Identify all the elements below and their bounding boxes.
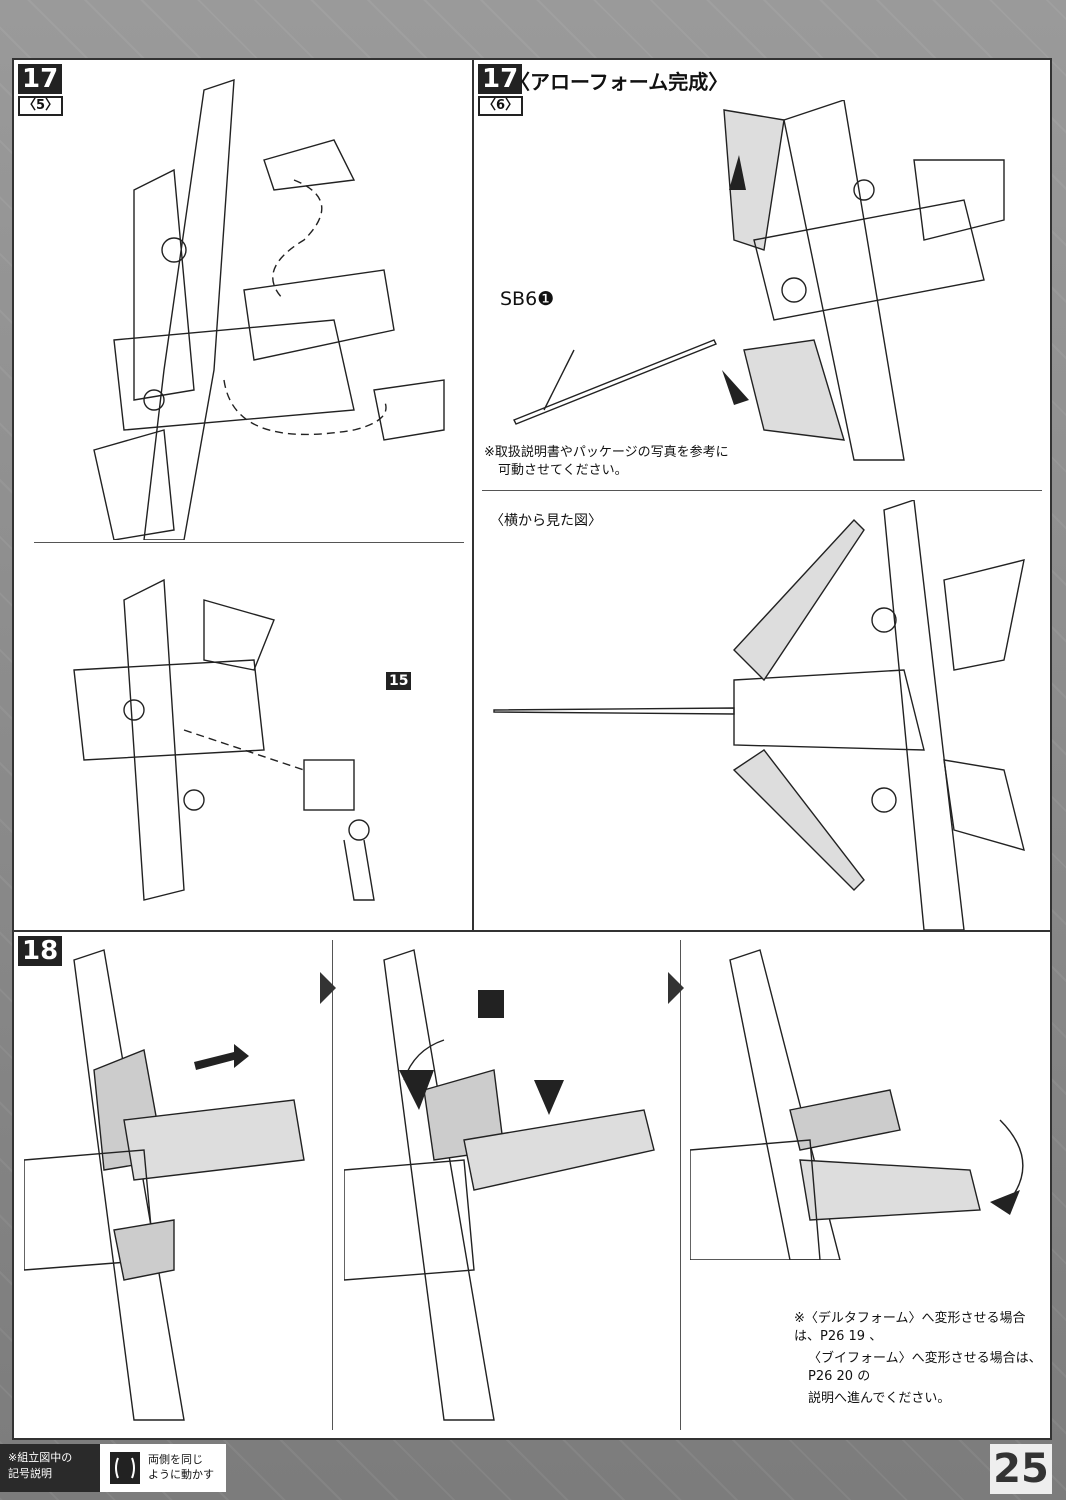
step-title: 〈アローフォーム完成〉	[510, 70, 729, 94]
part-number-label: 15	[386, 672, 412, 690]
legend-label: ※組立図中の 記号説明	[0, 1444, 100, 1492]
legend-symbol-text: ように動かす	[148, 1468, 214, 1481]
part-label: SB6❶	[500, 288, 555, 310]
side-view-title: 〈横から見た図〉	[490, 513, 602, 529]
divider	[482, 490, 1042, 491]
note-line: ※取扱説明書やパッケージの写真を参考に	[484, 445, 729, 460]
next-arrow-icon	[320, 972, 336, 1004]
legend-symbol: 両側を同じ ように動かす	[100, 1444, 226, 1492]
substep-number: 〈5〉	[18, 96, 64, 116]
note-line: 説明へ進んでください。	[808, 1391, 951, 1406]
step-number: 18	[18, 936, 63, 966]
page-number: 25	[990, 1444, 1052, 1494]
step18-illustration-3	[690, 949, 1024, 1260]
step-number: 17	[18, 64, 63, 94]
note-line: 可動させてください。	[498, 463, 628, 478]
step18-illustration-2	[344, 949, 655, 1421]
side-view-illustration	[493, 500, 1025, 930]
legend-label-line: ※組立図中の	[8, 1451, 73, 1464]
step-number: 17	[478, 64, 523, 94]
divider	[472, 60, 474, 930]
step18-note: ※〈デルタフォーム〉へ変形させる場合は、P26 19 、 〈ブイフォーム〉へ変形…	[794, 1310, 1050, 1408]
step18-illustration-1	[24, 949, 305, 1421]
arrow-form-illustration	[513, 100, 1005, 461]
note-line: ※〈デルタフォーム〉へ変形させる場合は、P26 19 、	[794, 1311, 1026, 1344]
note-line: 〈ブイフォーム〉へ変形させる場合は、P26 20 の	[808, 1351, 1042, 1384]
instruction-sheet: 17 〈5〉 15 17 〈6〉 〈アローフォーム完成〉	[12, 58, 1052, 1440]
legend-symbol-text: 両側を同じ	[148, 1453, 203, 1466]
divider	[14, 930, 1050, 932]
assembly-illustration	[93, 79, 445, 540]
divider	[332, 940, 333, 1430]
substep-number: 〈6〉	[478, 96, 524, 116]
stand-attach-illustration	[73, 578, 375, 901]
legend-label-line: 記号説明	[8, 1467, 52, 1480]
note-text: ※取扱説明書やパッケージの写真を参考に 可動させてください。	[484, 444, 729, 480]
divider	[680, 940, 681, 1430]
substep-value: 6	[496, 98, 506, 113]
move-both-sides-icon	[110, 1452, 140, 1484]
substep-value: 5	[36, 98, 46, 113]
next-arrow-icon	[668, 972, 684, 1004]
divider	[34, 542, 464, 543]
